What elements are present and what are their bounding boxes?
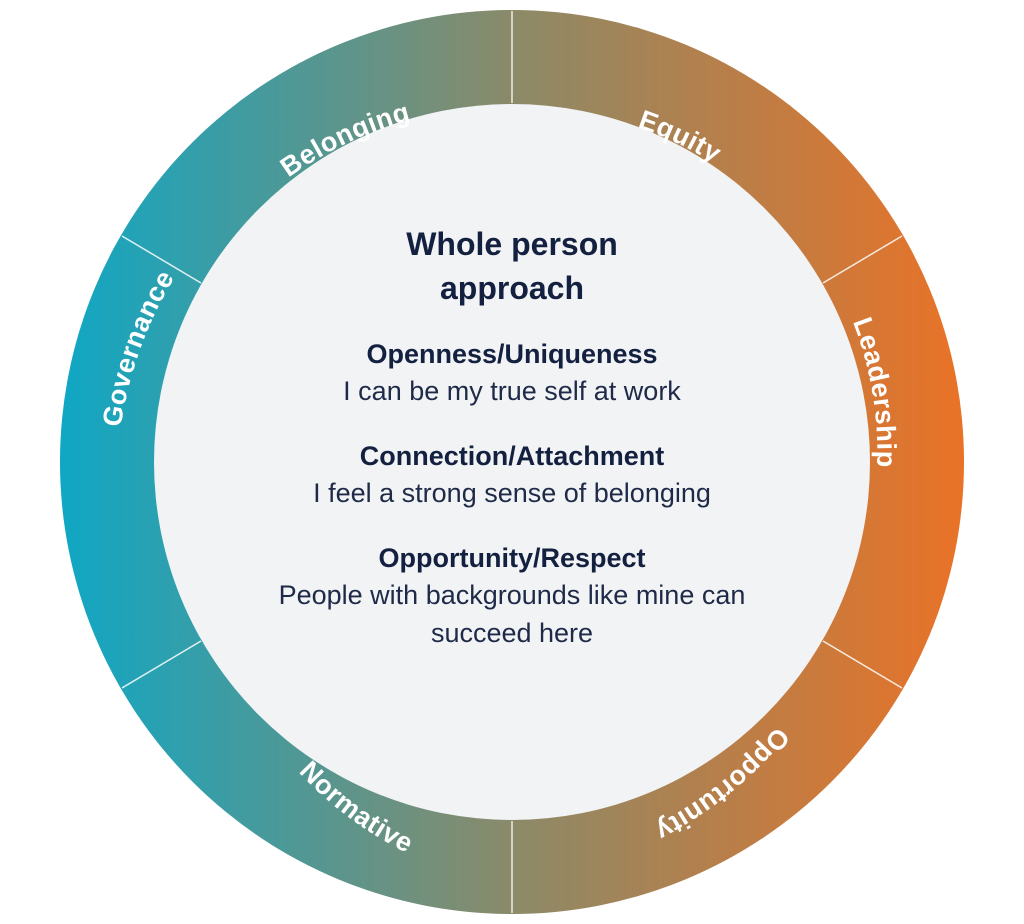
divider-line — [121, 235, 202, 284]
item-heading: Connection/Attachment — [359, 441, 665, 471]
center-title: Whole person approach — [406, 226, 618, 306]
center-item-openness: Openness/Uniqueness I can be my true sel… — [232, 336, 792, 410]
center-content: Whole person approach Openness/Uniquenes… — [232, 222, 792, 680]
divider-line — [121, 640, 202, 689]
item-text: I can be my true self at work — [343, 376, 681, 406]
center-disc — [154, 104, 870, 820]
item-heading: Openness/Uniqueness — [366, 339, 658, 369]
item-heading: Opportunity/Respect — [378, 543, 646, 573]
item-text: I feel a strong sense of belonging — [313, 478, 711, 508]
item-text: People with backgrounds like mine can su… — [278, 580, 746, 648]
center-item-connection: Connection/Attachment I feel a strong se… — [232, 438, 792, 512]
divider-line — [822, 640, 903, 689]
divider-line — [822, 235, 903, 284]
center-item-opportunity: Opportunity/Respect People with backgrou… — [232, 540, 792, 652]
